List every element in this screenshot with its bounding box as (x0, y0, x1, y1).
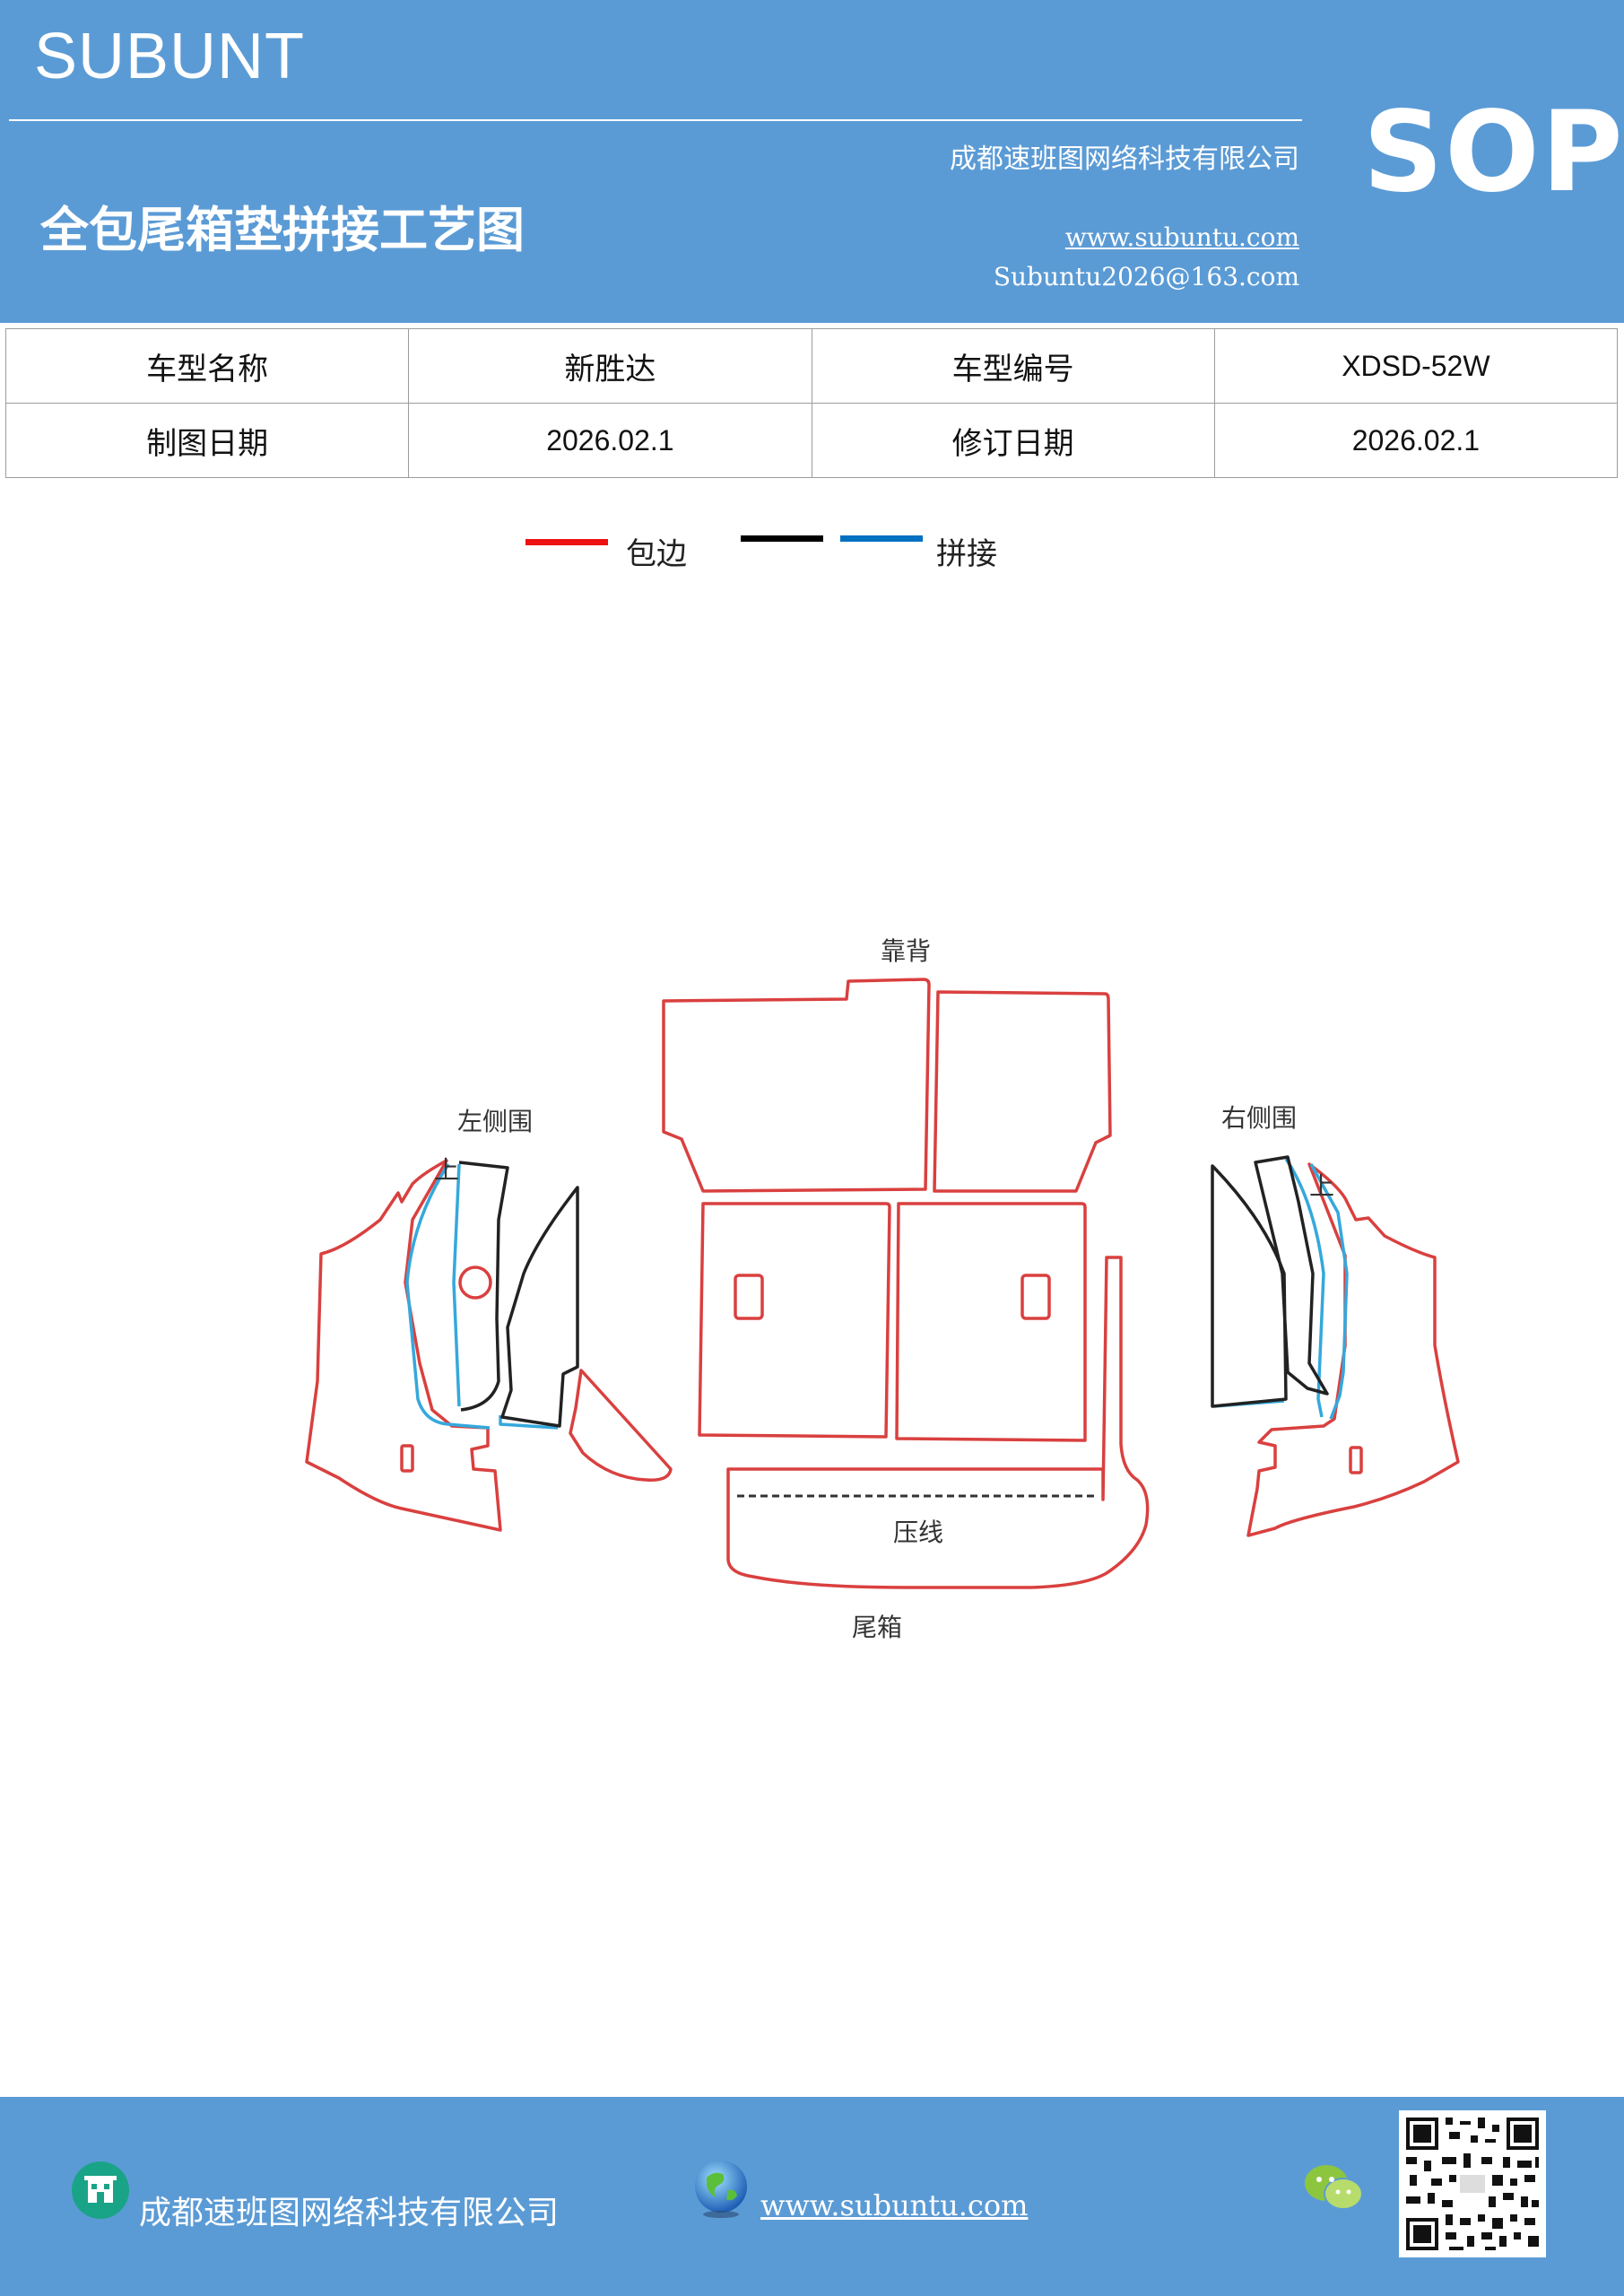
footer-website-link[interactable]: www.subuntu.com (760, 2188, 1029, 2222)
wechat-icon (1305, 2165, 1363, 2210)
legend-swatch-seam (840, 535, 923, 542)
left-wedge-piece (569, 1369, 673, 1482)
right-seam-2 (1309, 1163, 1349, 1420)
left-hole (458, 1265, 492, 1300)
backrest-right-panel (933, 990, 1112, 1193)
right-seam-1 (1284, 1158, 1325, 1418)
table-row: 车型名称 新胜达 车型编号 XDSD-52W (4, 328, 1619, 404)
legend-label-edge: 包边 (626, 536, 687, 572)
legend: 包边 拼接 (0, 520, 1624, 574)
left-clip-slot (400, 1444, 414, 1473)
header-company: 成都速班图网络科技有限公司 (950, 144, 1299, 175)
right-clip-slot (1349, 1446, 1363, 1474)
sop-badge: SOP (1363, 88, 1624, 217)
label-revision-date: 修订日期 (811, 403, 1215, 478)
value-draw-date: 2026.02.1 (408, 403, 812, 478)
label-right-side: 右侧围 (1221, 1103, 1297, 1133)
left-black-piece-1 (458, 1161, 509, 1412)
backrest-left-panel (662, 978, 931, 1193)
left-side-outer (305, 1159, 502, 1532)
floor-left-slot (734, 1274, 764, 1320)
footer-banner: 成都速班图网络科技有限公司 www.subuntu.com (0, 2097, 1624, 2296)
value-model-code: XDSD-52W (1213, 328, 1619, 404)
qr-code[interactable] (1399, 2110, 1546, 2257)
right-black-piece-1 (1211, 1164, 1288, 1408)
legend-swatch-edge (525, 539, 608, 545)
left-seam-3 (499, 1415, 559, 1430)
building-icon (72, 2161, 129, 2219)
brand-name: SUBUNT (34, 21, 306, 92)
label-trunk: 尾箱 (852, 1613, 902, 1642)
value-model-name: 新胜达 (408, 328, 812, 404)
label-crease: 压线 (893, 1518, 943, 1547)
document-title: 全包尾箱垫拼接工艺图 (40, 202, 525, 258)
footer-company: 成都速班图网络科技有限公司 (139, 2195, 560, 2231)
label-up-right: 上 (1309, 1171, 1334, 1201)
table-row: 制图日期 2026.02.1 修订日期 2026.02.1 (4, 403, 1619, 478)
floor-right-panel (895, 1202, 1087, 1442)
header-divider (9, 119, 1302, 121)
globe-icon (695, 2161, 747, 2218)
label-left-side: 左侧围 (457, 1107, 533, 1136)
trunk-sill-panel (726, 1256, 1150, 1589)
floor-right-slot (1020, 1274, 1051, 1320)
legend-swatch-black (741, 535, 823, 542)
label-backrest: 靠背 (881, 936, 931, 966)
header-banner: SUBUNT 全包尾箱垫拼接工艺图 成都速班图网络科技有限公司 www.subu… (0, 0, 1624, 323)
left-seam-1 (405, 1163, 491, 1430)
floor-left-panel (698, 1202, 891, 1439)
vehicle-info-table: 车型名称 新胜达 车型编号 XDSD-52W 制图日期 2026.02.1 修订… (4, 328, 1619, 478)
left-black-piece-2 (500, 1186, 579, 1428)
trunk-mat-diagram: 靠背 左侧围 右侧围 上 上 压线 尾箱 (305, 936, 1460, 1642)
right-black-piece-2 (1254, 1155, 1329, 1396)
label-up-left: 上 (434, 1155, 459, 1185)
header-email[interactable]: Subuntu2026@163.com (993, 262, 1299, 291)
value-revision-date: 2026.02.1 (1213, 403, 1619, 478)
label-model-code: 车型编号 (811, 328, 1215, 404)
right-side-outer (1246, 1162, 1460, 1537)
label-model-name: 车型名称 (4, 328, 410, 404)
left-seam-2 (452, 1163, 461, 1407)
label-draw-date: 制图日期 (4, 403, 410, 478)
legend-label-seam: 拼接 (936, 536, 997, 572)
header-website-link[interactable]: www.subuntu.com (1064, 222, 1299, 252)
